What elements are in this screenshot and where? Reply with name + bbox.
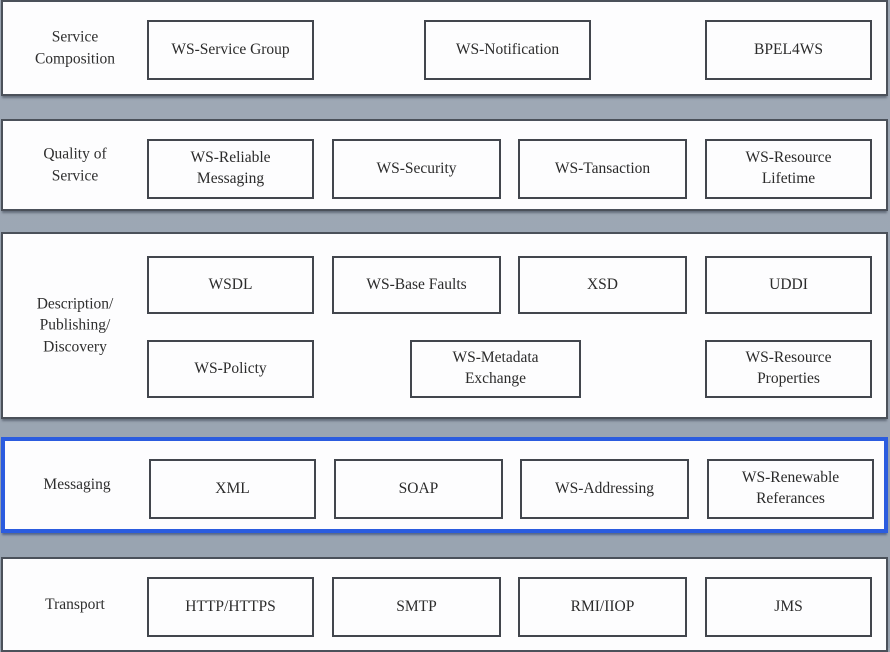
box-ws-reliable-messaging: WS-Reliable Messaging (147, 139, 314, 199)
layer-service-composition: Service Composition WS-Service Group WS-… (1, 0, 888, 96)
box-bpel4ws: BPEL4WS (705, 20, 872, 80)
box-ws-notification: WS-Notification (424, 20, 591, 80)
box-ws-metadata-exchange: WS-Metadata Exchange (410, 340, 581, 398)
layer-label-quality-of-service: Quality of Service (43, 145, 107, 184)
box-soap: SOAP (334, 459, 503, 519)
box-ws-resource-properties: WS-Resource Properties (705, 340, 872, 398)
box-wsdl: WSDL (147, 256, 314, 314)
layer-messaging-highlighted: Messaging XML SOAP WS-Addressing WS-Rene… (1, 437, 888, 533)
box-xsd: XSD (518, 256, 687, 314)
box-ws-resource-lifetime: WS-Resource Lifetime (705, 139, 872, 199)
box-ws-policty: WS-Policty (147, 340, 314, 398)
box-ws-tansaction: WS-Tansaction (518, 139, 687, 199)
box-smtp: SMTP (332, 577, 501, 637)
box-ws-renewable-referances: WS-Renewable Referances (707, 459, 874, 519)
box-ws-base-faults: WS-Base Faults (332, 256, 501, 314)
box-xml: XML (149, 459, 316, 519)
box-uddi: UDDI (705, 256, 872, 314)
layer-label-service-composition: Service Composition (34, 28, 116, 67)
box-http-https: HTTP/HTTPS (147, 577, 314, 637)
box-ws-addressing: WS-Addressing (520, 459, 689, 519)
box-ws-service-group: WS-Service Group (147, 20, 314, 80)
box-jms: JMS (705, 577, 872, 637)
layer-label-description-publishing-discovery: Description/ Publishing/ Discovery (36, 294, 114, 356)
layer-quality-of-service: Quality of Service WS-Reliable Messaging… (1, 119, 888, 211)
layer-label-messaging: Messaging (43, 476, 111, 494)
layer-transport: Transport HTTP/HTTPS SMTP RMI/IIOP JMS (1, 557, 888, 652)
layer-label-transport: Transport (45, 595, 105, 613)
box-rmi-iiop: RMI/IIOP (518, 577, 687, 637)
box-ws-security: WS-Security (332, 139, 501, 199)
layer-description-publishing-discovery: Description/ Publishing/ Discovery WSDL … (1, 232, 888, 419)
